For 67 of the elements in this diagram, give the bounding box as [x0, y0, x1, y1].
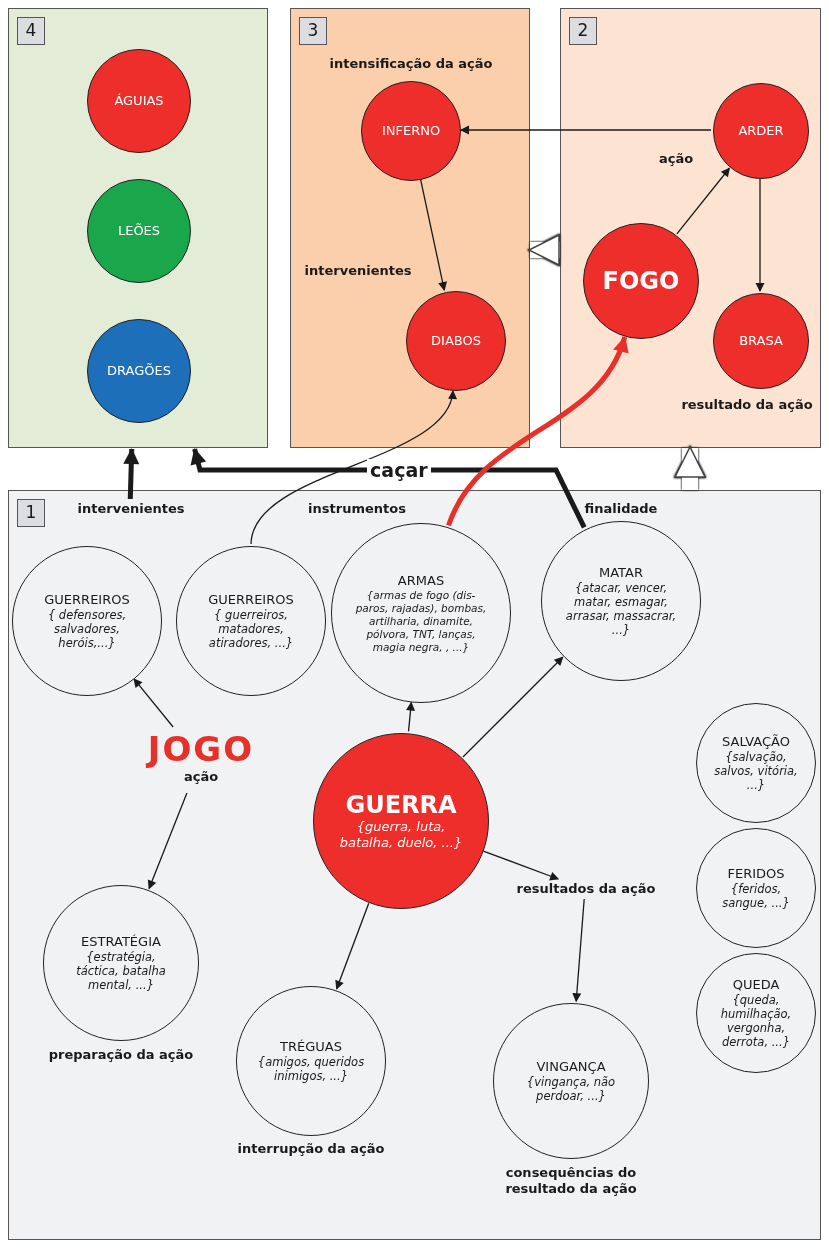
concept-title: DRAGÕES [106, 363, 172, 379]
concept-examples: {salvação, salvos, vitória, ...} [713, 750, 799, 792]
panel [8, 490, 821, 1240]
category-label: ação [657, 151, 695, 167]
arrow [676, 167, 731, 235]
block-arrow [528, 234, 560, 266]
category-label: intervenientes [61, 501, 201, 519]
arrow [123, 448, 140, 500]
game-title: JOGO [144, 729, 256, 769]
concept-title: BRASA [738, 333, 784, 349]
concept-examples: {queda, humilhação, vergonha, derrota, ...} [719, 993, 793, 1049]
concept-title: MATAR [598, 565, 644, 581]
concept-title: LEÕES [116, 223, 162, 239]
category-label: finalidade [583, 501, 659, 517]
panel [8, 8, 268, 448]
arrow [335, 902, 370, 990]
concept-title: TRÉGUAS [279, 1039, 343, 1055]
arrow [420, 179, 448, 292]
panel-number: 2 [569, 17, 597, 45]
concept-examples: {armas de fogo (dis- paros, rajadas), bombas, artilharia, dinamite, pólvora, TNT, lanças, magia negra, , ...} [355, 588, 487, 654]
category-label: consequências do resultado da ação [504, 1165, 638, 1197]
arrow [147, 792, 188, 890]
concept-examples: {estratégia, táctica, batalha mental, ...} [75, 950, 167, 992]
concept-examples: {amigos, queridos inimigos, ...} [256, 1055, 366, 1083]
panel [290, 8, 530, 448]
category-label: resultado da ação [680, 397, 814, 413]
concept-title: GUERRA [344, 791, 458, 819]
arrow [755, 178, 765, 292]
concept-title: ARMAS [396, 572, 446, 589]
concept-title: DIABOS [430, 333, 482, 349]
concept-title: ÁGUIAS [113, 93, 165, 109]
concept-title: FERIDOS [726, 866, 786, 882]
concept-title: GUERREIROS [43, 592, 131, 608]
arrow [250, 390, 456, 545]
concept-title: ESTRATÉGIA [80, 934, 162, 950]
arrow [572, 898, 585, 1003]
concept-examples: {feridos, sangue, ...} [721, 882, 791, 910]
concept-examples: {atacar, vencer, matar, esmagar, arrasar, massacrar, ...} [564, 581, 678, 637]
category-label: resultados da ação [516, 881, 656, 899]
panel-number: 4 [17, 17, 45, 45]
arrow [462, 656, 564, 758]
edge-label: caçar [367, 459, 431, 481]
category-label: intervenientes [303, 263, 413, 279]
concept-examples: {vingança, não perdoar, ...} [525, 1075, 617, 1103]
arrow [460, 125, 712, 135]
category-label: preparação da ação [47, 1047, 195, 1063]
concept-title: GUERREIROS [207, 592, 295, 608]
category-label: interrupção da ação [236, 1141, 386, 1157]
concept-title: SALVAÇÃO [721, 734, 791, 750]
concept-title: QUEDA [731, 977, 781, 993]
concept-examples: { defensores, salvadores, heróis,...} [46, 608, 128, 650]
arrow [406, 701, 415, 733]
panel-number: 1 [17, 499, 45, 527]
category-label: intensificação da ação [328, 56, 494, 72]
panel-number: 3 [299, 17, 327, 45]
concept-examples: {guerra, luta, batalha, duelo, ...} [338, 819, 464, 851]
concept-examples: { guerreiros, matadores, atiradores, ...} [207, 608, 295, 650]
arrow [482, 850, 560, 881]
action-label: ação [182, 769, 220, 785]
category-label: instrumentos [307, 501, 407, 517]
concept-title: ARDER [737, 123, 785, 139]
concept-title: VINGANÇA [535, 1059, 607, 1075]
arrow [446, 336, 628, 527]
concept-title: FOGO [601, 267, 681, 295]
concept-title: INFERNO [380, 123, 442, 139]
arrow [133, 678, 174, 728]
panel [560, 8, 821, 448]
